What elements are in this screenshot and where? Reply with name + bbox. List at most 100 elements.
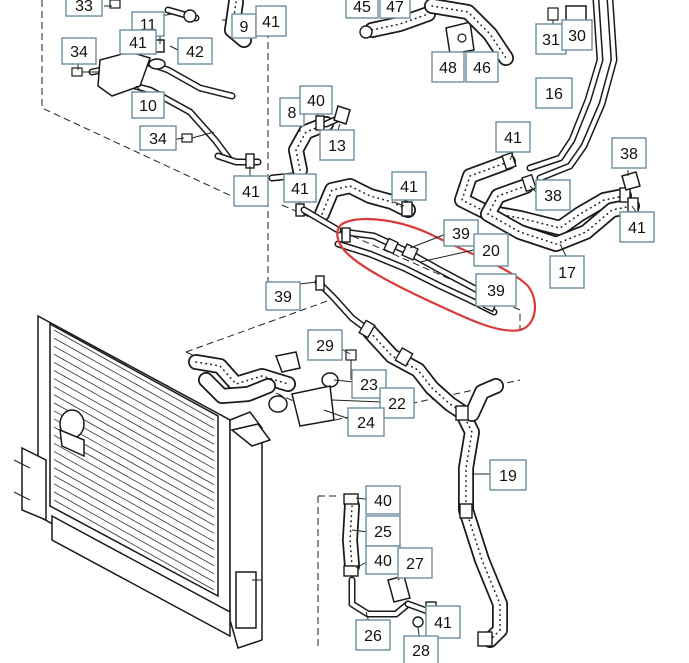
radiator-fin	[53, 499, 215, 591]
callout-26: 26	[355, 619, 391, 651]
callout-label: 45	[353, 0, 371, 16]
callout-box	[535, 179, 571, 211]
callout-box	[265, 281, 301, 311]
callout-box	[535, 23, 567, 55]
callout-20: 20	[473, 233, 509, 267]
callout-box	[561, 19, 593, 51]
callout-label: 47	[386, 0, 404, 16]
radiator-fin	[53, 475, 215, 567]
right-coolant-pipe	[526, 0, 618, 182]
callout-box	[177, 37, 213, 65]
callout-label: 29	[316, 338, 334, 355]
callout-24: 24	[347, 407, 385, 437]
callout-8: 8	[279, 97, 305, 127]
callout-label: 17	[558, 265, 576, 282]
callout-box	[347, 407, 385, 437]
callout-47: 47	[379, 0, 411, 19]
callout-box	[397, 547, 433, 579]
callout-label: 40	[307, 93, 325, 110]
callout-label: 46	[473, 60, 491, 77]
radiator-fin	[53, 345, 215, 437]
callout-41: 41	[255, 5, 287, 37]
callout-box	[131, 91, 165, 119]
callout-box	[535, 77, 573, 109]
callout-box	[233, 175, 269, 207]
callout-box	[465, 51, 499, 83]
callout-box	[431, 51, 465, 83]
callout-box	[283, 173, 317, 203]
callout-25: 25	[365, 515, 401, 547]
callout-box	[611, 137, 647, 169]
callout-box	[443, 219, 479, 247]
callout-38: 38	[535, 179, 571, 211]
callout-label: 26	[364, 628, 382, 645]
callout-41: 41	[495, 121, 531, 153]
callout-box	[379, 0, 411, 19]
radiator-fin	[53, 378, 215, 469]
callout-label: 16	[545, 86, 563, 103]
radiator-fin	[53, 362, 215, 453]
callout-16: 16	[535, 77, 573, 109]
callout-34: 34	[61, 37, 97, 65]
callout-label: 34	[149, 131, 167, 148]
callout-48: 48	[431, 51, 465, 83]
radiator-fin	[53, 491, 215, 583]
callout-29: 29	[307, 329, 343, 361]
callout-box	[475, 273, 517, 307]
callout-41: 41	[391, 171, 427, 201]
callout-39: 39	[475, 273, 517, 307]
callout-41: 41	[119, 29, 157, 55]
hose-38-assembly	[295, 178, 416, 234]
top-center-fittings	[359, 0, 587, 66]
radiator-upper-hose	[188, 349, 357, 427]
callout-22: 22	[379, 387, 415, 419]
callout-40: 40	[365, 485, 401, 515]
callout-label: 38	[620, 146, 638, 163]
callout-label: 28	[412, 643, 430, 660]
callout-label: 41	[628, 220, 646, 237]
callout-34: 34	[139, 125, 177, 151]
callout-39: 39	[265, 281, 301, 311]
callout-40: 40	[365, 545, 401, 575]
callout-33: 33	[65, 0, 103, 17]
callout-box	[365, 485, 401, 515]
callout-label: 41	[291, 181, 309, 198]
callout-label: 19	[499, 468, 517, 485]
hose-8-assembly	[268, 105, 351, 182]
callout-label: 38	[544, 188, 562, 205]
hose-19	[314, 275, 508, 648]
callout-box	[119, 29, 157, 55]
callout-label: 40	[374, 553, 392, 570]
radiator	[13, 314, 272, 649]
top-left-coolant-flange	[71, 39, 262, 169]
callout-label: 41	[504, 130, 522, 147]
callout-41: 41	[425, 605, 461, 639]
callout-label: 42	[186, 44, 204, 61]
callout-box	[355, 619, 391, 651]
callout-label: 24	[357, 415, 375, 432]
callout-label: 34	[70, 44, 88, 61]
callout-45: 45	[345, 0, 379, 19]
callout-label: 31	[542, 32, 560, 49]
callout-label: 9	[240, 19, 249, 36]
callout-9: 9	[231, 13, 257, 39]
callout-box	[391, 171, 427, 201]
callout-38: 38	[611, 137, 647, 169]
callout-label: 10	[139, 98, 157, 115]
callout-28: 28	[403, 635, 439, 663]
callout-label: 27	[406, 556, 424, 573]
callout-label: 23	[360, 377, 378, 394]
callout-box	[319, 129, 355, 161]
radiator-fin	[53, 442, 215, 534]
callout-box	[425, 605, 461, 639]
radiator-fin	[53, 329, 215, 421]
callout-label: 40	[374, 493, 392, 510]
callout-box	[473, 233, 509, 267]
callout-10: 10	[131, 91, 165, 119]
radiator-fin	[53, 451, 215, 542]
callout-label: 41	[262, 14, 280, 31]
callout-box	[65, 0, 103, 17]
callout-46: 46	[465, 51, 499, 83]
